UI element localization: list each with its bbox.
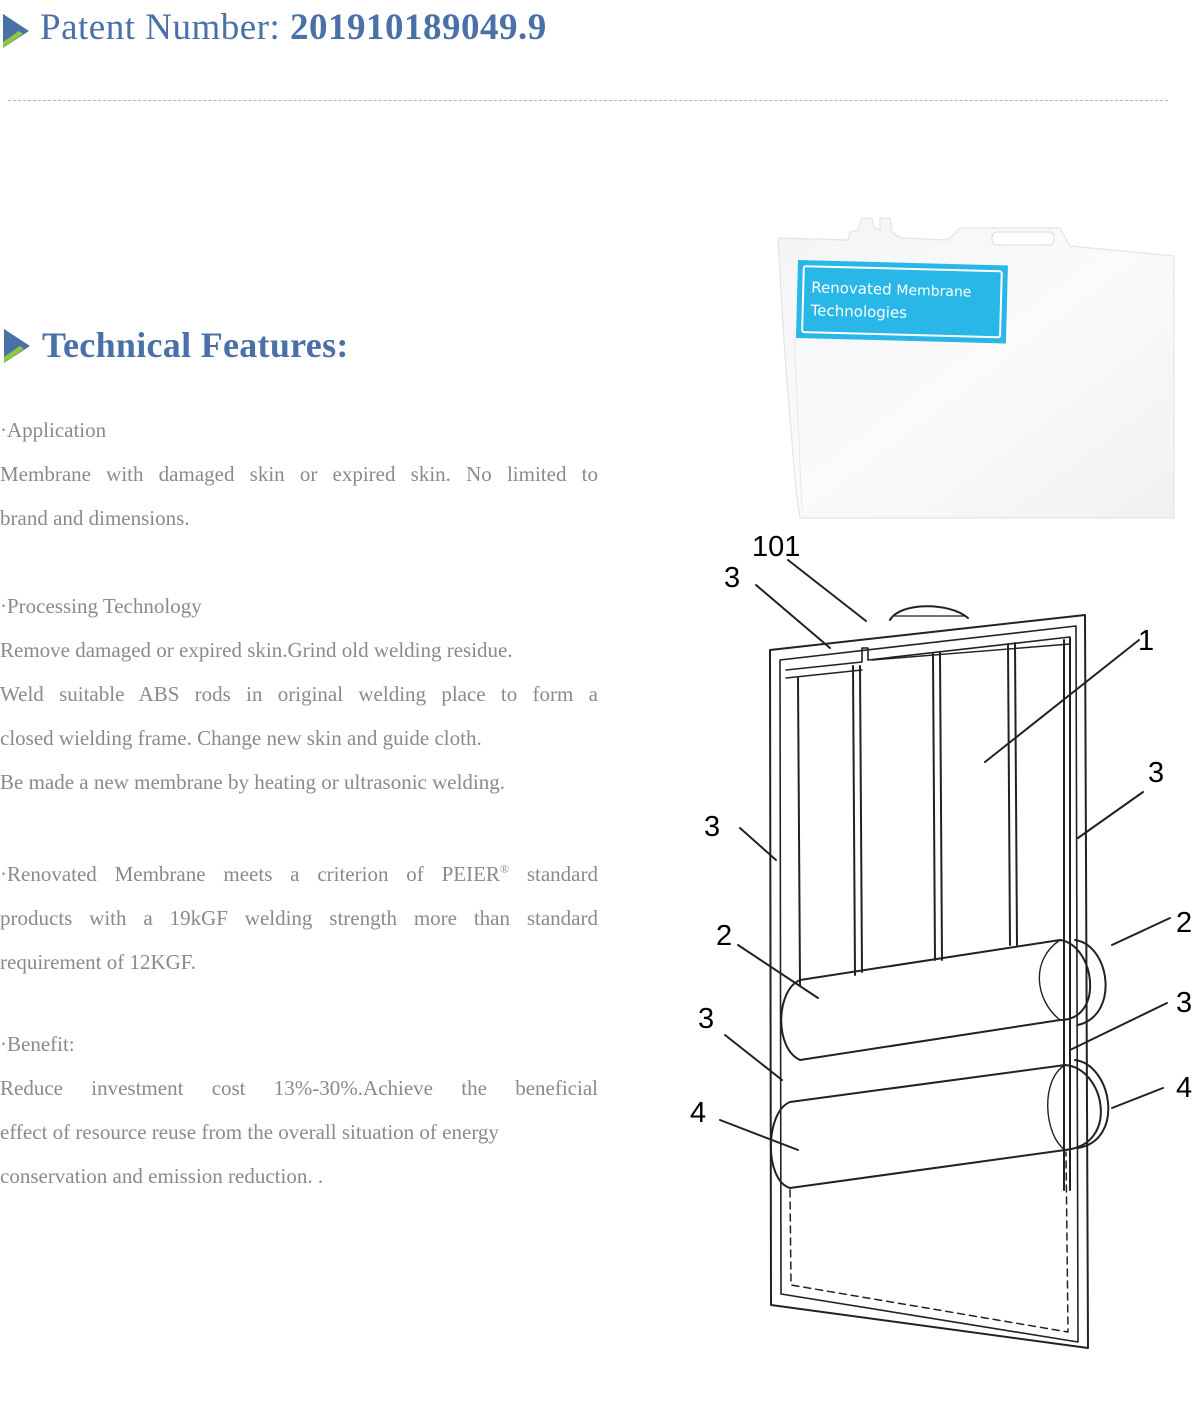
diagram-label-3: 3 [698,1003,714,1035]
product-label-text: Renovated Membrane Technologies [801,265,1003,339]
patent-number-label: Patent Number: [40,7,281,48]
feature-line: brand and dimensions. [0,506,190,530]
product-label-sticker: Renovated Membrane Technologies [795,260,1008,344]
feature-text: ·Renovated Membrane meets a criterion of… [0,862,500,886]
membrane-product-photo [777,217,1175,519]
feature-heading: ·Application [0,418,107,442]
feature-text: standard [526,862,598,886]
feature-line: requirement of 12KGF. [0,950,197,974]
product-label-line: Renovated [811,278,892,299]
diagram-label-3: 3 [1148,757,1164,789]
triangle-bullet-icon [3,14,29,48]
diagram-label-4: 4 [690,1097,706,1129]
diagram-label-2: 2 [1176,907,1192,939]
triangle-bullet-icon [4,329,30,363]
feature-line: Remove damaged or expired skin.Grind old… [0,638,513,662]
dashed-divider [8,100,1168,101]
feature-line: Be made a new membrane by heating or ult… [0,770,506,794]
feature-line: effect of resource reuse from the overal… [0,1120,499,1144]
diagram-label-1: 1 [1138,625,1154,657]
diagram-label-4: 4 [1176,1072,1192,1104]
patent-number-value: 201910189049.9 [290,7,547,48]
diagram-label-3: 3 [704,811,720,843]
patent-number-heading: Patent Number: 201910189049.9 [40,6,547,49]
feature-application: ·Application Membrane with damaged skin … [0,408,598,540]
feature-line: Weld suitable ABS rods in original weldi… [0,682,598,706]
feature-line: Membrane with damaged skin or expired sk… [0,462,598,486]
feature-benefit: ·Benefit: Reduce investment cost 13%-30%… [0,1022,598,1198]
feature-line: Reduce investment cost 13%-30%.Achieve t… [0,1076,598,1100]
diagram-label-3: 3 [1176,987,1192,1019]
product-label-line: Membrane [896,282,972,301]
feature-heading: ·Benefit: [0,1032,75,1056]
membrane-technical-diagram: 101 3 1 3 3 2 2 3 3 4 4 [690,531,1192,1349]
feature-line: ·Renovated Membrane meets a criterion of… [0,847,598,896]
feature-processing: ·Processing Technology Remove damaged or… [0,584,598,804]
diagram-label-3: 3 [724,562,740,594]
feature-heading: ·Processing Technology [0,594,202,618]
feature-line: closed wielding frame. Change new skin a… [0,726,482,750]
diagram-label-2: 2 [716,920,732,952]
registered-mark: ® [499,862,510,876]
feature-line: conservation and emission reduction. . [0,1164,324,1188]
diagram-label-101: 101 [752,531,800,563]
feature-line: products with a 19kGF welding strength m… [0,906,598,930]
feature-standard: ·Renovated Membrane meets a criterion of… [0,847,598,984]
product-label-line: Technologies [810,301,908,322]
section-title: Technical Features: [42,325,349,365]
